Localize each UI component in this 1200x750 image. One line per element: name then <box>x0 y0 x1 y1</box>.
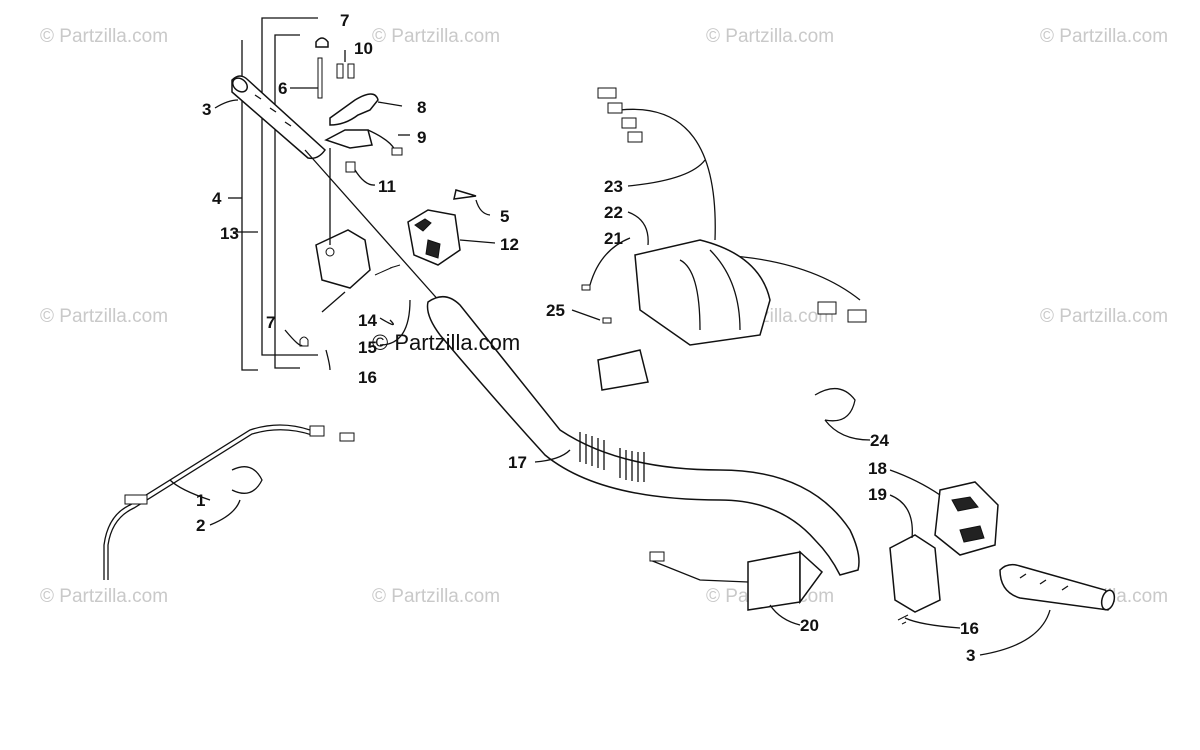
watermark: © Partzilla.com <box>1040 26 1168 47</box>
throttle-bracket-assembly <box>315 37 403 173</box>
callout-24: 24 <box>870 431 889 450</box>
callout-16: 16 <box>358 368 377 387</box>
heater-element <box>649 550 824 611</box>
bracket-left <box>241 17 318 371</box>
callout-16: 16 <box>960 619 979 638</box>
callout-21: 21 <box>604 229 623 248</box>
callout-22: 22 <box>604 203 623 222</box>
callout-25: 25 <box>546 301 565 320</box>
callout-5: 13 <box>220 224 239 243</box>
callout-1: 1 <box>196 491 205 510</box>
callout-labels: 7 10 6 8 3 9 11 4 5 13 12 7 14 15 16 23 … <box>196 11 979 665</box>
left-grip <box>231 75 326 160</box>
callout-13: 5 <box>500 207 509 226</box>
center-watermark: © Partzilla.com <box>372 330 520 355</box>
callout-14: 14 <box>358 311 377 330</box>
callout-7: 7 <box>266 313 275 332</box>
throttle-cable <box>103 424 355 580</box>
callout-7: 7 <box>340 11 349 30</box>
watermark: © Partzilla.com <box>1040 306 1168 327</box>
callout-11: 11 <box>378 177 396 196</box>
callout-4: 4 <box>212 189 222 208</box>
callout-3: 3 <box>202 100 211 119</box>
watermark: © Partzilla.com <box>40 26 168 47</box>
right-switch-assembly <box>814 388 1116 625</box>
watermark: © Partzilla.com <box>40 586 168 607</box>
watermark: © Partzilla.com <box>372 586 500 607</box>
callout-15: 15 <box>358 338 377 357</box>
callout-6: 6 <box>278 79 287 98</box>
callout-9: 9 <box>417 128 426 147</box>
callout-3: 3 <box>966 646 975 665</box>
watermark: © Partzilla.com <box>40 306 168 327</box>
leader-lines <box>304 148 466 331</box>
watermark: © Partzilla.com <box>372 26 500 47</box>
callout-8: 8 <box>417 98 426 117</box>
callout-19: 19 <box>868 485 887 504</box>
left-screws <box>299 291 346 347</box>
callout-12: 12 <box>500 235 519 254</box>
handlebar <box>426 296 860 576</box>
watermark: © Partzilla.com <box>706 26 834 47</box>
right-pod-assembly <box>581 87 867 391</box>
callout-23: 23 <box>604 177 623 196</box>
left-switch-housing <box>315 189 477 289</box>
callout-leaders <box>169 50 1051 656</box>
callout-18: 18 <box>868 459 887 478</box>
callout-20: 20 <box>800 616 819 635</box>
callout-10: 10 <box>354 39 373 58</box>
watermark-layer: © Partzilla.com © Partzilla.com © Partzi… <box>40 26 1168 607</box>
callout-2: 2 <box>196 516 205 535</box>
callout-17: 17 <box>508 453 527 472</box>
